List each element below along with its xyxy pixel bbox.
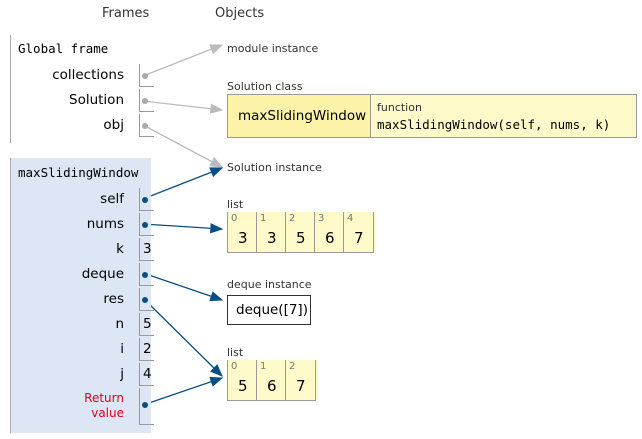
pointer-dot[interactable]	[142, 73, 148, 79]
var-k-box: 3	[139, 238, 154, 261]
list-value: 3	[238, 229, 248, 247]
var-res-box[interactable]	[139, 288, 154, 311]
var-nums-box[interactable]	[139, 213, 154, 236]
class-method-name-cell: maxSlidingWindow	[228, 95, 371, 137]
arrow-nums	[142, 223, 224, 234]
solution-instance-label: Solution instance	[227, 161, 322, 174]
var-j-box: 4	[139, 363, 154, 386]
return-label-line2: value	[91, 406, 124, 420]
module-instance-label: module instance	[227, 42, 319, 55]
pointer-dot[interactable]	[142, 123, 148, 129]
list-index: 1	[260, 213, 267, 224]
var-j-value: 4	[143, 366, 152, 382]
list-value: 6	[325, 229, 335, 247]
var-nums-name: nums	[86, 216, 124, 232]
pointer-dot[interactable]	[142, 98, 148, 104]
list-value: 5	[296, 229, 306, 247]
var-self-box[interactable]	[139, 188, 154, 211]
deque-instance-box: deque([7])	[227, 295, 311, 325]
list-index: 4	[347, 213, 354, 224]
var-deque-name: deque	[81, 266, 124, 282]
var-self-name: self	[100, 191, 124, 207]
deque-value: deque([7])	[236, 302, 308, 318]
var-i-value: 2	[143, 341, 152, 357]
function-frame: maxSlidingWindow self nums k 3 deque res…	[10, 158, 154, 433]
solution-class-label: Solution class	[227, 80, 303, 93]
list-index: 2	[289, 361, 296, 372]
pointer-dot[interactable]	[142, 297, 148, 303]
return-value-box[interactable]	[139, 388, 154, 425]
list1-label: list	[227, 198, 244, 211]
list-value: 6	[267, 377, 277, 395]
arrow-solution	[142, 100, 224, 114]
var-solution-box[interactable]	[139, 89, 154, 112]
var-n-box: 5	[139, 313, 154, 336]
list-index: 2	[289, 213, 296, 224]
list-value: 7	[354, 229, 364, 247]
var-i-name: i	[120, 341, 124, 357]
pointer-dot[interactable]	[142, 272, 148, 278]
var-i-box: 2	[139, 338, 154, 361]
arrow-deque	[142, 272, 224, 302]
list-index: 0	[231, 213, 238, 224]
var-collections-box[interactable]	[139, 64, 154, 87]
solution-class-box: maxSlidingWindow function maxSlidingWind…	[227, 94, 637, 138]
var-collections-name: collections	[52, 67, 124, 83]
list-value: 5	[238, 377, 248, 395]
function-tag: function	[377, 101, 422, 114]
frames-header: Frames	[102, 6, 150, 21]
deque-instance-label: deque instance	[227, 278, 312, 291]
list-index: 0	[231, 361, 238, 372]
class-method-name: maxSlidingWindow	[238, 108, 367, 124]
global-frame-title: Global frame	[18, 41, 109, 56]
list2-label: list	[227, 346, 244, 359]
var-n-value: 5	[143, 316, 152, 332]
list-index: 3	[318, 213, 325, 224]
var-obj-name: obj	[103, 117, 124, 133]
pointer-dot[interactable]	[142, 197, 148, 203]
objects-header: Objects	[215, 6, 265, 21]
return-label-line1: Return	[84, 391, 124, 405]
var-k-value: 3	[143, 241, 152, 257]
function-signature: maxSlidingWindow(self, nums, k)	[377, 117, 611, 132]
pointer-dot[interactable]	[142, 402, 148, 408]
arrow-obj	[142, 124, 224, 168]
arrow-collections	[142, 44, 224, 77]
var-j-name: j	[120, 366, 124, 382]
var-solution-name: Solution	[69, 92, 124, 108]
pointer-dot[interactable]	[142, 222, 148, 228]
arrow-res	[142, 297, 223, 377]
return-value-label: Return value	[84, 391, 124, 421]
list-value: 7	[296, 377, 306, 395]
arrow-return	[142, 376, 224, 406]
list-index: 1	[260, 361, 267, 372]
var-k-name: k	[116, 241, 124, 257]
function-frame-title: maxSlidingWindow	[18, 165, 139, 180]
arrow-self	[142, 167, 224, 200]
global-frame: Global frame collections Solution obj	[10, 35, 154, 143]
var-n-name: n	[115, 316, 124, 332]
list-value: 3	[267, 229, 277, 247]
var-obj-box[interactable]	[139, 114, 154, 137]
var-res-name: res	[103, 291, 124, 307]
var-deque-box[interactable]	[139, 263, 154, 286]
